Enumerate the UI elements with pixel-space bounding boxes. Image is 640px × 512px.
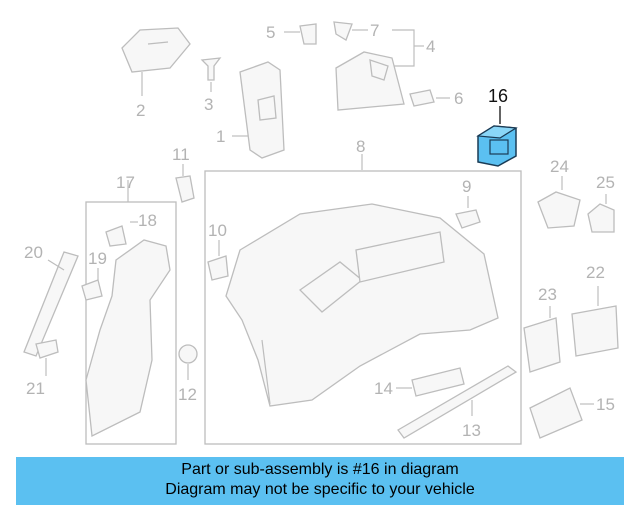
callout-9: 9 [462, 177, 471, 196]
callout-6: 6 [454, 89, 463, 108]
callout-14: 14 [374, 379, 393, 398]
part-12-clip [178, 344, 198, 380]
part-6-bolt [409, 89, 450, 107]
callout-10: 10 [208, 221, 227, 240]
callout-7: 7 [370, 21, 379, 40]
callout-16: 16 [488, 86, 508, 106]
part-21-clip [35, 339, 59, 376]
part-9-clip [455, 196, 481, 229]
part-18-clip [105, 221, 138, 247]
callout-25: 25 [596, 173, 615, 192]
callout-11: 11 [172, 145, 190, 164]
callout-1: 1 [216, 127, 225, 146]
callout-15: 15 [596, 395, 615, 414]
callout-22: 22 [586, 263, 605, 282]
callout-12: 12 [178, 385, 197, 404]
callout-13: 13 [462, 421, 481, 440]
part-19-clip [81, 268, 103, 301]
part-10-clip [207, 240, 229, 281]
part-1-pillar-trim [232, 61, 285, 159]
part-11-clip [175, 164, 195, 203]
callout-19: 19 [88, 249, 107, 268]
part-8-quarter-trim [225, 154, 499, 407]
part-20-strip [23, 251, 79, 357]
parts-diagram: 1 2 3 4 5 6 7 8 9 10 11 12 13 14 15 16 1… [23, 21, 619, 445]
callout-2: 2 [136, 101, 145, 120]
part-17-side-panel [85, 180, 171, 438]
part-3-clip [200, 57, 222, 92]
part-15-plate [529, 387, 594, 439]
callout-24: 24 [550, 157, 569, 176]
part-7-clip [333, 21, 368, 41]
callout-5: 5 [266, 23, 275, 42]
part-24-socket [537, 176, 581, 229]
callout-3: 3 [204, 95, 213, 114]
callout-21: 21 [26, 379, 45, 398]
part-5-clip [284, 23, 317, 45]
callout-4: 4 [426, 37, 435, 56]
frame-part-8 [204, 170, 522, 445]
part-4-bracket [335, 29, 424, 111]
callout-23: 23 [538, 285, 557, 304]
callout-20: 20 [24, 243, 43, 262]
part-14-strip [396, 367, 465, 397]
banner-line-2: Diagram may not be specific to your vehi… [165, 481, 475, 498]
part-23-connector [523, 306, 561, 373]
frame-part-17 [85, 201, 177, 445]
part-13-sill [397, 365, 518, 439]
banner-line-1: Part or sub-assembly is #16 in diagram [181, 461, 459, 478]
info-banner: Part or sub-assembly is #16 in diagram D… [16, 457, 624, 505]
part-2-handle [121, 27, 191, 96]
part-16-highlighted [476, 106, 518, 167]
callout-8: 8 [356, 137, 365, 156]
callout-18: 18 [138, 211, 157, 230]
part-25-cap [587, 194, 615, 233]
part-22-switch [571, 286, 619, 357]
callout-17: 17 [116, 173, 135, 192]
